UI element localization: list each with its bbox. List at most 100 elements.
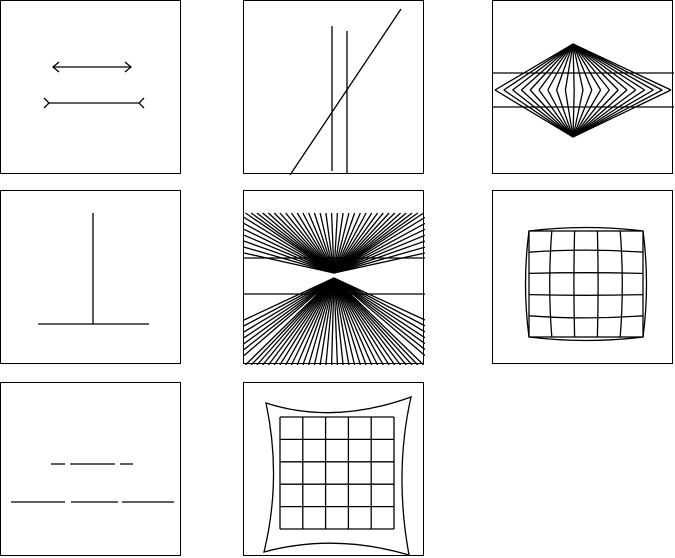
barrel-horizontal-curve: [528, 293, 644, 296]
radial-ray: [279, 212, 335, 274]
radial-ray: [333, 212, 367, 274]
radial-ray: [333, 277, 407, 365]
fan-ray: [547, 89, 574, 138]
fan-ray: [547, 43, 574, 91]
radial-ray: [244, 277, 335, 327]
radial-ray: [256, 277, 335, 365]
fan-ray: [564, 89, 574, 138]
radial-ray: [333, 277, 425, 351]
barrel-vertical-curve: [549, 230, 553, 338]
fan-ray: [572, 89, 645, 138]
radial-ray: [250, 277, 335, 365]
fan-ray: [572, 89, 637, 138]
radial-ray: [244, 277, 335, 345]
radial-ray: [244, 277, 335, 339]
fan-ray: [572, 89, 610, 138]
radial-ray: [290, 277, 335, 365]
fan-ray: [555, 43, 574, 91]
radial-ray: [333, 228, 425, 274]
barrel-horizontal-curve: [528, 249, 644, 253]
fan-ray: [572, 89, 672, 138]
radial-ray: [290, 212, 335, 274]
radial-ray: [333, 212, 390, 274]
fan-ray: [538, 43, 574, 91]
radial-ray: [325, 277, 335, 365]
fan-ray: [572, 43, 637, 91]
fan-ray: [555, 89, 574, 138]
radial-ray: [285, 277, 335, 365]
radial-ray: [244, 277, 335, 321]
fan-ray: [529, 89, 574, 138]
fan-ray: [572, 43, 619, 91]
fan-ray: [572, 89, 593, 138]
panel-muller-lyer: [0, 0, 181, 174]
fan-ray: [572, 43, 645, 91]
panel-hering-fan-diamond: [492, 0, 674, 174]
radial-ray: [273, 277, 335, 365]
fan-ray: [572, 89, 584, 138]
radial-ray: [333, 277, 367, 365]
radial-ray: [267, 277, 335, 365]
radial-ray: [333, 277, 356, 365]
radial-ray: [244, 228, 335, 274]
radial-ray: [333, 277, 384, 365]
panel-vertical-horizontal: [0, 190, 181, 364]
radial-ray: [273, 212, 335, 274]
radial-ray: [333, 277, 350, 365]
radial-ray: [244, 252, 335, 274]
radial-ray: [333, 212, 384, 274]
barrel-vertical-curve: [573, 230, 576, 338]
ml-top-right-arrowhead: [124, 61, 133, 73]
radial-ray: [244, 240, 335, 274]
fan-ray: [572, 43, 584, 91]
barrel-square-frame: [528, 230, 644, 338]
radial-ray: [333, 277, 379, 365]
radial-ray: [333, 252, 425, 274]
radial-ray: [333, 212, 350, 274]
barrel-vertical-curve: [619, 230, 623, 338]
radial-ray: [302, 277, 335, 365]
radial-rays: [244, 212, 425, 365]
radial-ray: [333, 216, 425, 274]
radial-ray: [333, 212, 344, 274]
panel-barrel-grid: [492, 190, 673, 364]
radial-ray: [319, 277, 335, 365]
fan-ray: [572, 43, 654, 91]
radial-ray: [333, 277, 425, 345]
fan-ray: [503, 43, 574, 91]
radial-ray: [302, 212, 335, 274]
fan-ray: [572, 43, 602, 91]
radial-ray: [244, 222, 335, 274]
radial-ray: [333, 212, 361, 274]
radial-ray: [285, 212, 335, 274]
radial-ray: [244, 216, 335, 274]
pogg-diagonal: [289, 8, 402, 175]
radial-ray: [333, 212, 379, 274]
fan-ray: [512, 89, 574, 138]
radial-ray: [244, 277, 335, 351]
barrel-horizontal-curve: [528, 315, 644, 319]
hering-radial-figure: [244, 212, 425, 365]
radial-ray: [333, 277, 373, 365]
radial-ray: [319, 212, 335, 274]
radial-ray: [333, 277, 425, 365]
barrel-horizontal-curve: [528, 272, 644, 275]
panel-segmented-lines: [0, 382, 181, 556]
fan-ray: [572, 43, 610, 91]
radial-ray: [333, 234, 425, 274]
radial-ray: [244, 277, 335, 365]
radial-ray: [333, 277, 362, 365]
radial-ray: [279, 277, 335, 365]
radial-ray: [267, 212, 335, 274]
radial-ray: [313, 277, 335, 365]
radial-ray: [244, 246, 335, 274]
radial-ray: [308, 212, 335, 274]
radial-ray: [313, 212, 335, 274]
radial-ray: [333, 277, 402, 365]
radial-ray: [333, 240, 425, 274]
radial-ray: [333, 212, 356, 274]
radial-ray: [333, 212, 339, 274]
panel-hering-radial-bowtie: [243, 190, 425, 365]
radial-ray: [296, 212, 335, 274]
fan-ray: [564, 43, 574, 91]
